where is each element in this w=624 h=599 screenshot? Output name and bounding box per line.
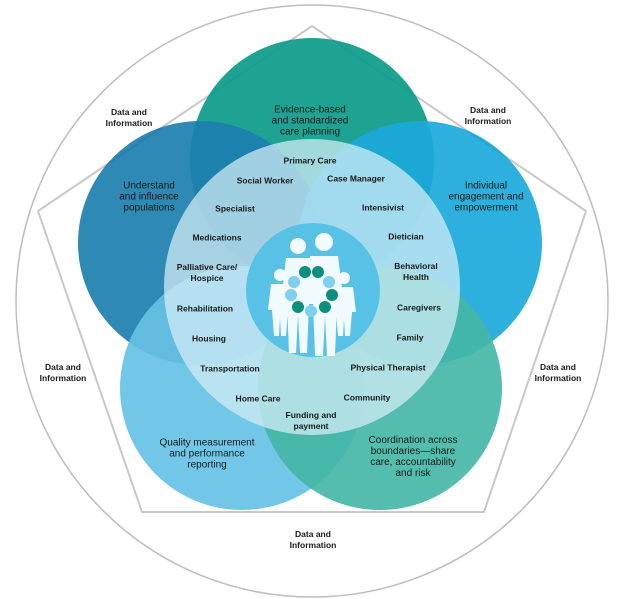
petal-label-lower-left: Quality measurement and performance repo… bbox=[159, 437, 255, 471]
care-item-medications: Medications bbox=[192, 232, 242, 243]
care-item-behavioral-health: Behavioral Health bbox=[394, 261, 438, 282]
care-item-physical-therapist: Physical Therapist bbox=[350, 362, 426, 373]
care-item-family: Family bbox=[396, 332, 424, 343]
care-item-community: Community bbox=[343, 392, 391, 403]
data-info-label-bottom: Data and Information bbox=[289, 529, 337, 550]
care-item-rehabilitation: Rehabilitation bbox=[176, 303, 234, 314]
care-item-funding-and-payment: Funding and payment bbox=[285, 410, 337, 431]
petal-label-upper-left: Understand and influence populations bbox=[119, 180, 179, 214]
care-item-specialist: Specialist bbox=[215, 203, 255, 214]
data-info-label-right: Data and Information bbox=[534, 362, 582, 383]
pentagon-outline bbox=[36, 24, 588, 513]
care-item-transportation: Transportation bbox=[200, 363, 260, 374]
care-item-dietician: Dietician bbox=[388, 231, 424, 242]
family-dots bbox=[285, 266, 338, 317]
petal-label-top: Evidence-based and standardized care pla… bbox=[271, 104, 349, 138]
data-info-label-left: Data and Information bbox=[39, 362, 87, 383]
data-info-label-top-left: Data and Information bbox=[105, 107, 153, 128]
care-item-primary-care: Primary Care bbox=[283, 155, 337, 166]
petal-label-upper-right: Individual engagement and empowerment bbox=[448, 180, 524, 214]
care-item-intensivist: Intensivist bbox=[361, 202, 405, 213]
care-item-social-worker: Social Worker bbox=[236, 175, 294, 186]
care-item-home-care: Home Care bbox=[235, 393, 281, 404]
care-item-palliative-care: Palliative Care/ Hospice bbox=[176, 262, 238, 283]
care-item-housing: Housing bbox=[192, 333, 226, 344]
care-item-caregivers: Caregivers bbox=[397, 302, 441, 313]
petal-label-lower-right: Coordination across boundaries—share car… bbox=[368, 435, 458, 479]
care-item-case-manager: Case Manager bbox=[327, 173, 385, 184]
data-info-label-top-right: Data and Information bbox=[464, 105, 512, 126]
